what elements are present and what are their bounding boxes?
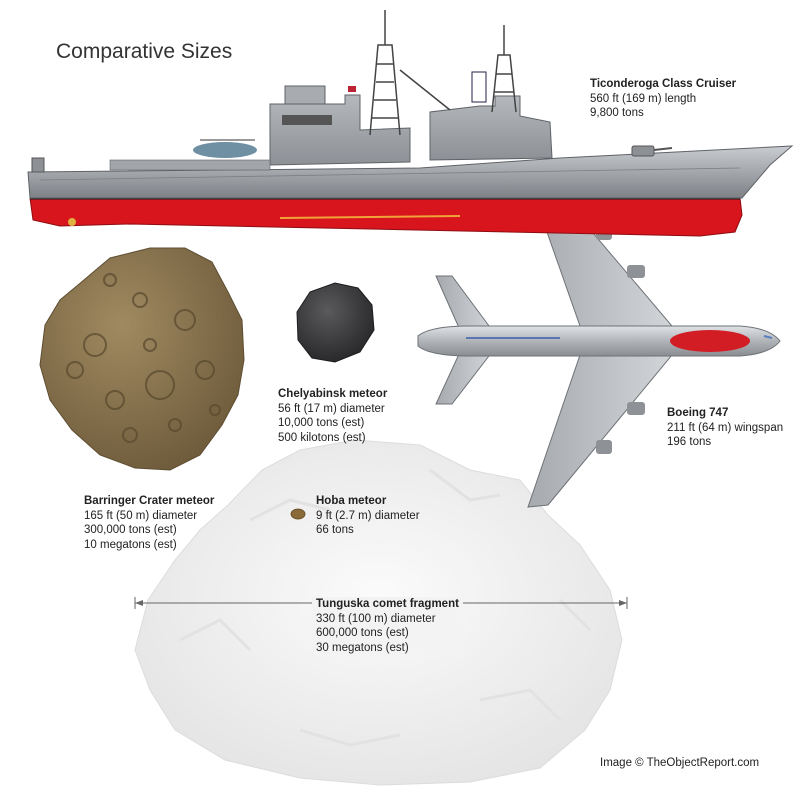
boeing-wingspan: 211 ft (64 m) wingspan bbox=[667, 421, 784, 434]
tunguska-diameter: 330 ft (100 m) diameter bbox=[316, 612, 436, 625]
barringer-name: Barringer Crater meteor bbox=[84, 495, 215, 507]
chelyabinsk-name: Chelyabinsk meteor bbox=[278, 388, 388, 400]
chelyabinsk-label: Chelyabinsk meteor 56 ft (17 m) diameter… bbox=[278, 387, 387, 445]
hoba-meteor-image bbox=[290, 508, 306, 520]
cruiser-label: Ticonderoga Class Cruiser 560 ft (169 m)… bbox=[590, 77, 736, 121]
barringer-weight: 300,000 tons (est) bbox=[84, 524, 177, 536]
hoba-diameter: 9 ft (2.7 m) diameter bbox=[316, 509, 420, 522]
boeing-747-image bbox=[417, 177, 781, 508]
boeing-label: Boeing 747 211 ft (64 m) wingspan 196 to… bbox=[667, 406, 783, 450]
ticonderoga-cruiser-image bbox=[27, 10, 794, 237]
hoba-weight: 66 tons bbox=[316, 524, 354, 536]
chelyabinsk-meteor-image bbox=[296, 282, 375, 363]
tunguska-name: Tunguska comet fragment bbox=[316, 598, 459, 610]
page-title: Comparative Sizes bbox=[56, 40, 233, 63]
chelyabinsk-weight: 10,000 tons (est) bbox=[278, 417, 365, 429]
cruiser-length: 560 ft (169 m) length bbox=[590, 92, 697, 105]
boeing-name: Boeing 747 bbox=[667, 407, 729, 419]
barringer-energy: 10 megatons (est) bbox=[84, 538, 177, 551]
tunguska-weight: 600,000 tons (est) bbox=[316, 627, 409, 639]
chelyabinsk-energy: 500 kilotons (est) bbox=[278, 431, 366, 444]
cruiser-name: Ticonderoga Class Cruiser bbox=[590, 78, 737, 90]
tunguska-label: Tunguska comet fragment 330 ft (100 m) d… bbox=[312, 597, 463, 655]
image-credit: Image © TheObjectReport.com bbox=[600, 757, 760, 769]
barringer-meteor-image bbox=[39, 247, 245, 471]
barringer-label: Barringer Crater meteor 165 ft (50 m) di… bbox=[84, 494, 214, 552]
hoba-label: Hoba meteor 9 ft (2.7 m) diameter 66 ton… bbox=[316, 494, 420, 538]
chelyabinsk-diameter: 56 ft (17 m) diameter bbox=[278, 402, 385, 415]
cruiser-weight: 9,800 tons bbox=[590, 107, 644, 119]
barringer-diameter: 165 ft (50 m) diameter bbox=[84, 509, 198, 522]
tunguska-energy: 30 megatons (est) bbox=[316, 641, 409, 654]
boeing-weight: 196 tons bbox=[667, 436, 712, 448]
hoba-name: Hoba meteor bbox=[316, 495, 387, 507]
